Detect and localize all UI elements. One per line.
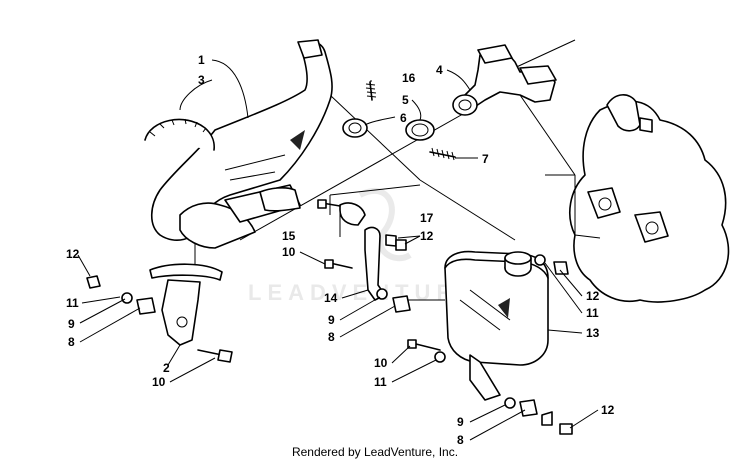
- spring-clip: [144, 118, 215, 151]
- watermark-logo-icon: [358, 187, 412, 262]
- callout-16: 16: [402, 71, 416, 85]
- callout-17: 17: [420, 211, 434, 225]
- support-bracket: [364, 226, 386, 301]
- callout-14: 14: [324, 291, 338, 305]
- callout-13: 13: [586, 326, 600, 340]
- flange-ring: [405, 119, 435, 141]
- watermark-text: LEADVENTURE: [248, 280, 479, 305]
- callout-3: 3: [198, 73, 205, 87]
- support-plate: [339, 202, 366, 226]
- callout-11-middle: 11: [374, 375, 387, 389]
- callout-7: 7: [482, 152, 489, 166]
- expansion-pipe: [150, 39, 333, 249]
- callout-2: 2: [163, 361, 170, 375]
- hardware: [86, 199, 573, 435]
- leader-lines: [77, 59, 599, 441]
- callout-12-bottom: 12: [601, 403, 615, 417]
- render-credit: Rendered by LeadVenture, Inc.: [291, 445, 459, 459]
- callout-1: 1: [198, 53, 205, 67]
- callout-10-right: 10: [374, 356, 388, 370]
- spring-seven: [429, 151, 456, 158]
- callout-8-middle: 8: [328, 330, 335, 344]
- callout-9-left: 9: [68, 317, 75, 331]
- callout-11-left: 11: [66, 296, 79, 310]
- callout-12-middle: 12: [420, 229, 434, 243]
- callout-8-right: 8: [457, 433, 464, 447]
- muffler: [444, 250, 549, 401]
- callout-8-left: 8: [68, 335, 75, 349]
- gasket: [342, 118, 368, 138]
- callout-6: 6: [400, 111, 407, 125]
- callout-4: 4: [436, 63, 443, 77]
- callout-11-right: 11: [586, 306, 599, 320]
- mount-bracket: [149, 263, 223, 346]
- exhaust-manifold: [452, 44, 557, 116]
- callout-10-left: 10: [152, 375, 166, 389]
- callout-9-middle: 9: [328, 313, 335, 327]
- callout-15: 15: [282, 229, 296, 243]
- callout-9-right: 9: [457, 415, 464, 429]
- callout-5: 5: [402, 93, 409, 107]
- callout-12-right: 12: [586, 289, 600, 303]
- callout-10-middle: 10: [282, 245, 296, 259]
- callout-labels: 1 2 3 4 5 6 7 8 8 8 9 9 9 10 10 10 11 11…: [66, 53, 615, 447]
- engine-outline: [569, 94, 730, 303]
- callout-12-left: 12: [66, 247, 80, 261]
